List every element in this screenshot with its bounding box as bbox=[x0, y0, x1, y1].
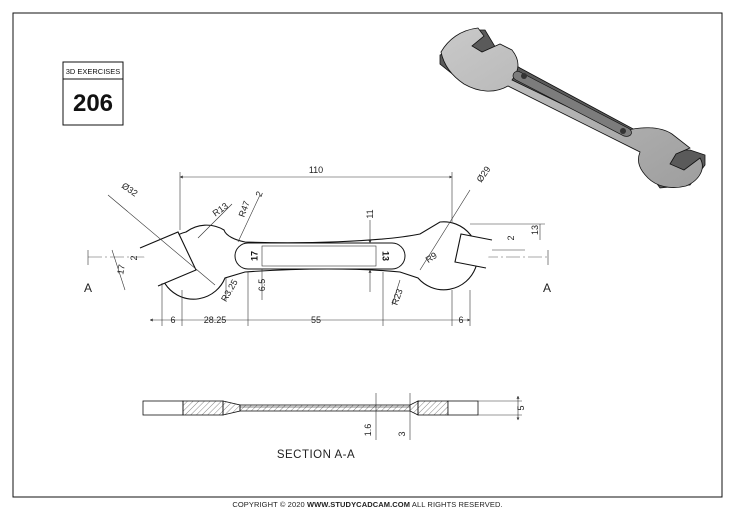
badge-caption: 3D EXERCISES bbox=[66, 67, 121, 76]
dim-right-opening: 13 bbox=[530, 225, 540, 235]
dim-right-jaw-dia: Ø29 bbox=[475, 164, 493, 184]
dimension-lines bbox=[87, 172, 549, 326]
section-left-head bbox=[142, 400, 184, 416]
section-left-hatch bbox=[182, 400, 224, 416]
copyright-suffix: ALL RIGHTS RESERVED. bbox=[411, 500, 503, 509]
dim-left-offset: 28.25 bbox=[204, 315, 227, 325]
dim-neck-width: 6.5 bbox=[257, 279, 267, 292]
dim-left-jaw-dia: Ø32 bbox=[120, 181, 140, 199]
dim-count-2a: 2 bbox=[254, 190, 265, 198]
copyright-line: COPYRIGHT © 2020 WWW.STUDYCADCAM.COM ALL… bbox=[0, 500, 735, 518]
section-right-hatch bbox=[417, 400, 449, 416]
section-web bbox=[239, 404, 411, 412]
dim-web-thickness: 3 bbox=[397, 431, 407, 436]
dim-right-edge: 6 bbox=[458, 315, 463, 325]
dim-left-opening: 17 bbox=[115, 264, 127, 276]
dim-plate-thickness: 5 bbox=[516, 405, 526, 410]
engraving-left: 17 bbox=[249, 251, 259, 261]
section-right-head bbox=[447, 400, 479, 416]
dim-count-2c: 2 bbox=[506, 235, 516, 240]
section-marker-right: A bbox=[543, 281, 551, 295]
dim-left-edge: 6 bbox=[170, 315, 175, 325]
section-view: 5 1.6 3 bbox=[142, 393, 526, 440]
section-title: SECTION A-A bbox=[277, 449, 355, 461]
copyright-prefix: COPYRIGHT © 2020 bbox=[232, 500, 305, 509]
handle-slot bbox=[234, 242, 406, 270]
section-right-taper bbox=[409, 400, 419, 416]
dim-slot-thickness: 1.6 bbox=[363, 424, 373, 437]
exercise-badge: 3D EXERCISES 206 bbox=[62, 61, 124, 126]
wrench-3d-view bbox=[439, 27, 706, 189]
dim-count-2b: 2 bbox=[129, 255, 139, 260]
handle-slot-inner bbox=[261, 245, 377, 267]
dim-slot-length: 55 bbox=[311, 315, 321, 325]
engraving-right: 13 bbox=[381, 251, 391, 261]
left-jaw-opening bbox=[139, 231, 197, 287]
right-jaw-opening bbox=[454, 233, 493, 269]
section-marker-left: A bbox=[84, 281, 92, 295]
copyright-site: WWW.STUDYCADCAM.COM bbox=[306, 500, 411, 509]
wrench-3d-slot bbox=[512, 71, 632, 137]
dim-arc-radius-top: R47 bbox=[237, 200, 252, 219]
sheet-border bbox=[12, 12, 723, 498]
wrench-3d-engraving-right bbox=[620, 128, 626, 134]
dim-overall-length: 110 bbox=[309, 165, 323, 175]
badge-number: 206 bbox=[73, 90, 113, 117]
dim-arc-radius-bottom: R23 bbox=[390, 288, 405, 307]
wrench-3d-top bbox=[440, 27, 703, 188]
section-left-taper bbox=[222, 400, 241, 416]
dim-slot-width: 11 bbox=[365, 209, 375, 218]
wrench-front-view: 17 13 bbox=[139, 221, 493, 300]
wrench-3d-engraving-left bbox=[521, 73, 527, 79]
